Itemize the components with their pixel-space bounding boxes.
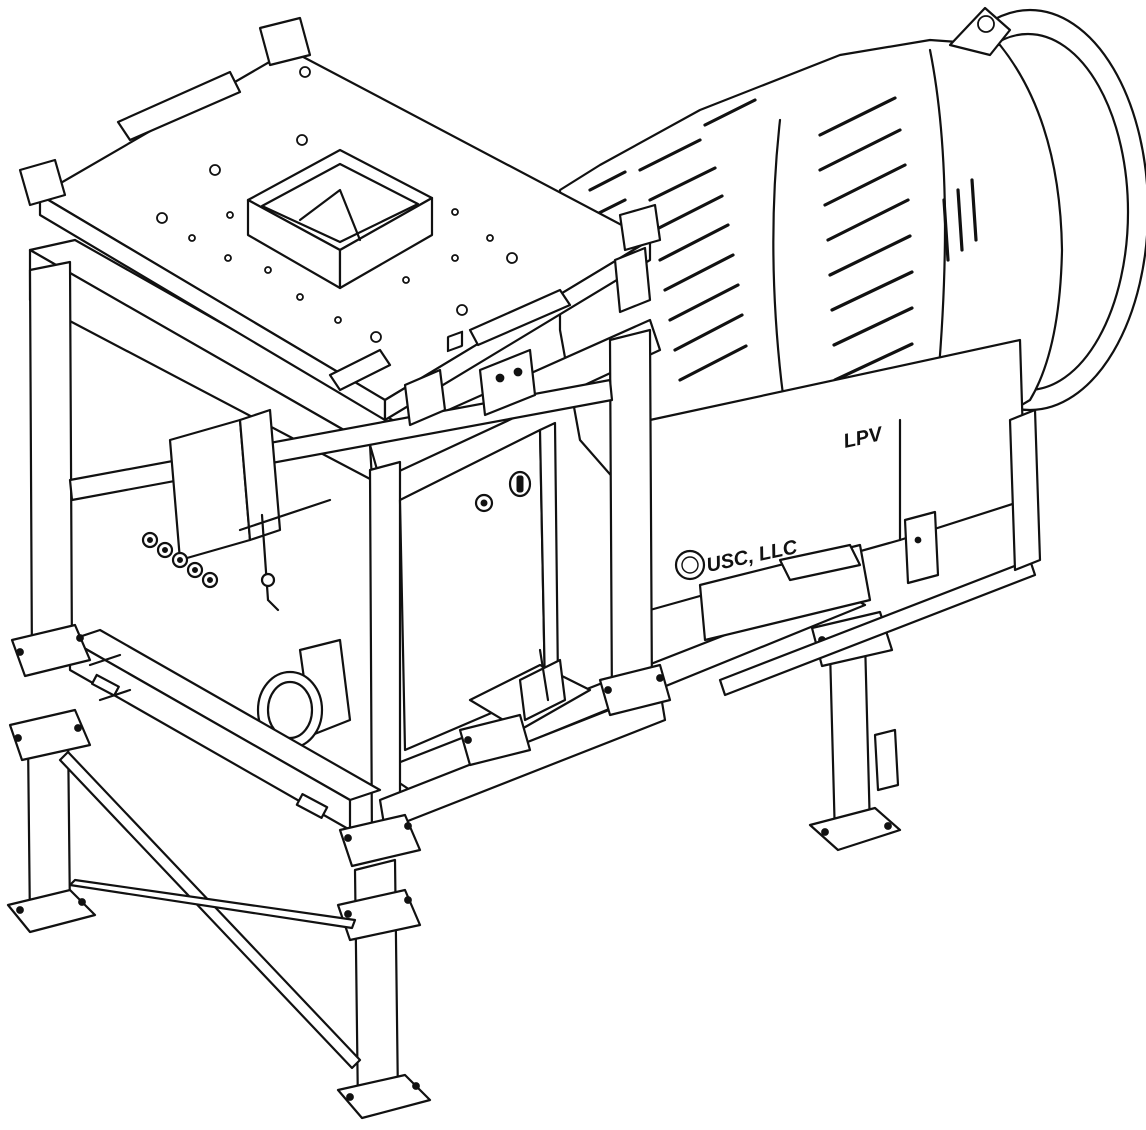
diagonal-brace xyxy=(58,750,362,1070)
indicator-light xyxy=(446,330,464,353)
rear-right-foot xyxy=(808,806,902,852)
lower-frame xyxy=(6,623,672,1120)
rear-right-leg xyxy=(828,638,872,840)
corner-bracket xyxy=(18,158,67,207)
main-frame xyxy=(28,238,662,850)
junction-box xyxy=(478,348,537,417)
side-latch xyxy=(903,510,940,585)
clamp-latch xyxy=(403,368,447,427)
lower-cross-brace xyxy=(68,878,357,930)
top-plate xyxy=(18,16,662,427)
front-left-foot xyxy=(6,888,97,934)
back-left-post xyxy=(28,260,74,672)
lifting-lug xyxy=(948,6,1012,57)
front-center-foot xyxy=(336,1073,432,1120)
back-right-post xyxy=(608,328,654,712)
rim-flap xyxy=(116,70,242,142)
plate-holes xyxy=(156,66,518,343)
control-panel xyxy=(398,330,560,752)
internal-components xyxy=(141,408,592,750)
usc-circle-logo-icon xyxy=(674,549,706,581)
valve-block xyxy=(168,418,252,562)
drum-housing: LPV USC, LLC xyxy=(558,6,1146,612)
manifold-fittings xyxy=(141,531,219,589)
